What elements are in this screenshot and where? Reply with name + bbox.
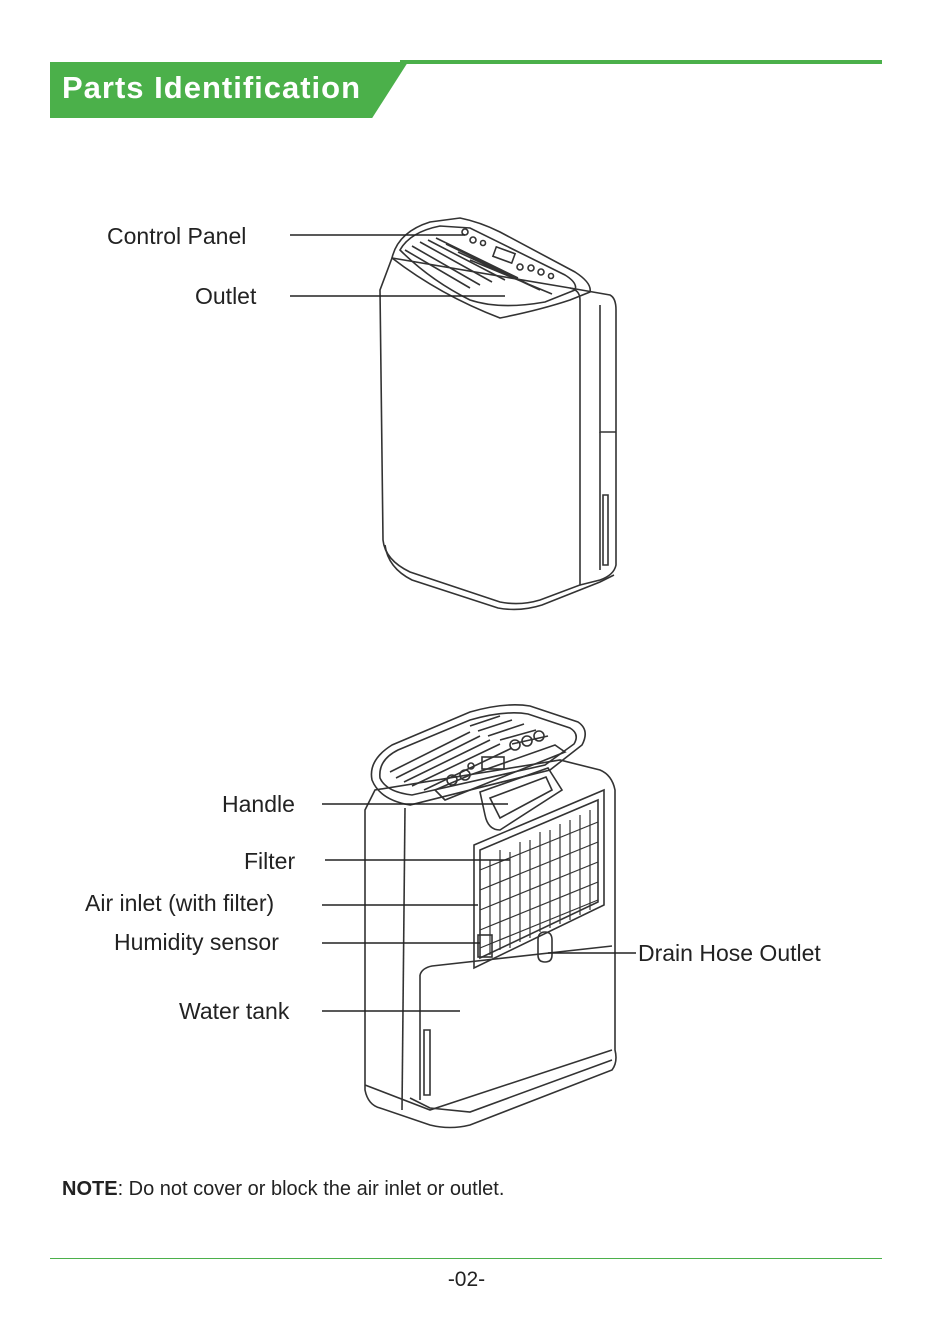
- label-outlet: Outlet: [195, 285, 256, 308]
- footer-rule: [50, 1258, 882, 1259]
- dehumidifier-rear-illustration: [322, 705, 636, 1128]
- label-drain-hose-outlet: Drain Hose Outlet: [638, 942, 821, 965]
- page-number: -02-: [0, 1268, 933, 1292]
- label-air-inlet: Air inlet (with filter): [85, 892, 274, 915]
- note-label: NOTE: [62, 1178, 118, 1200]
- note-body: : Do not cover or block the air inlet or…: [118, 1178, 505, 1200]
- dehumidifier-front-illustration: [290, 218, 616, 609]
- label-control-panel: Control Panel: [107, 225, 246, 248]
- note-text: NOTE: Do not cover or block the air inle…: [62, 1178, 504, 1201]
- label-handle: Handle: [222, 793, 295, 816]
- label-humidity-sensor: Humidity sensor: [114, 931, 279, 954]
- label-filter: Filter: [244, 850, 295, 873]
- label-water-tank: Water tank: [179, 1000, 289, 1023]
